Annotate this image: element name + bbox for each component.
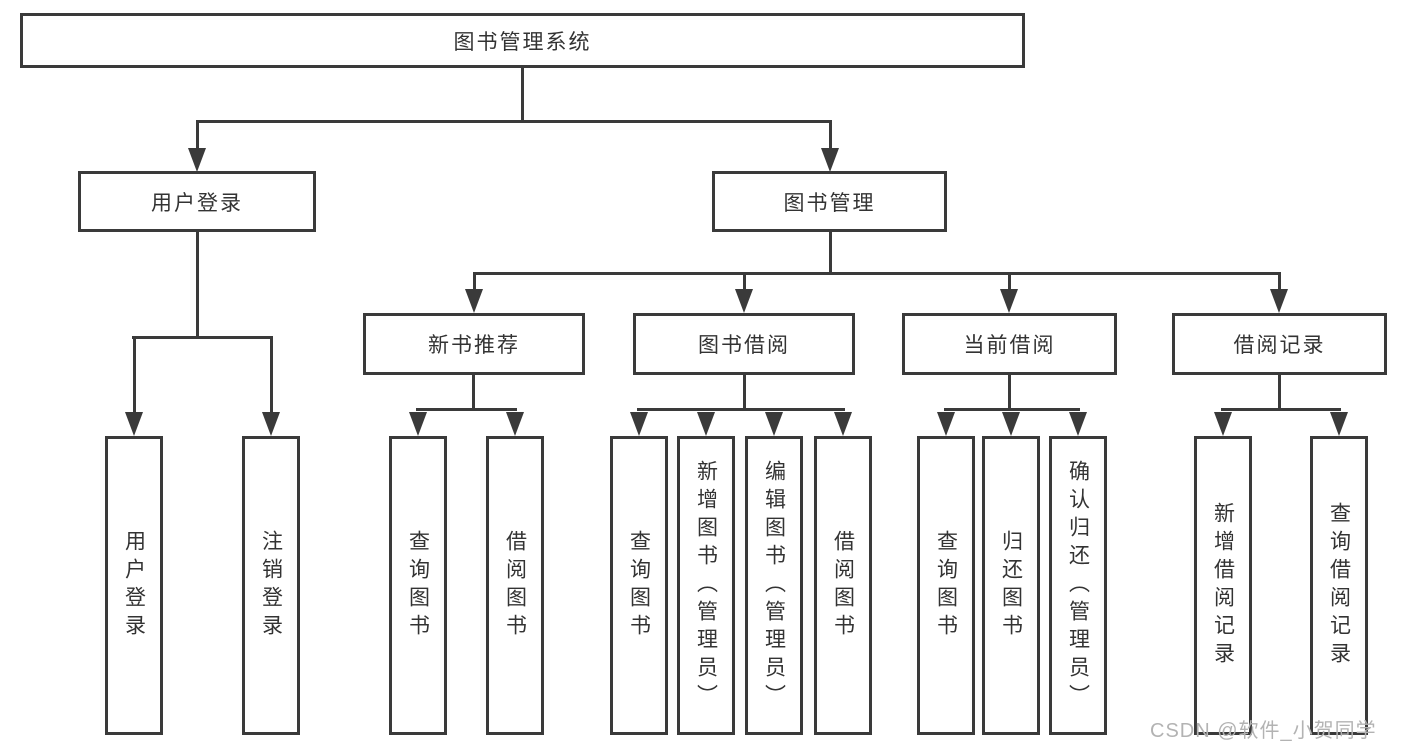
arrow-down-icon [125, 412, 143, 436]
arrow-down-icon [1214, 412, 1232, 436]
leaf-add-borrow-record: 新增借阅记录 [1194, 436, 1252, 735]
connector-module2-drop [1008, 272, 1011, 292]
connector-modules-bar [473, 272, 1281, 275]
leaf-query-books-2: 查询图书 [610, 436, 668, 735]
connector-branch1-drop [829, 120, 832, 150]
arrow-down-icon [465, 289, 483, 313]
arrow-down-icon [1002, 412, 1020, 436]
leaf-query-books: 查询图书 [389, 436, 447, 735]
arrow-down-icon [821, 148, 839, 172]
arrow-down-icon [262, 412, 280, 436]
connector-module0-bar [416, 408, 517, 411]
branch-user-login: 用户登录 [78, 171, 316, 232]
connector-module1-stem [743, 374, 746, 411]
arrow-down-icon [409, 412, 427, 436]
arrow-down-icon [937, 412, 955, 436]
arrow-down-icon [834, 412, 852, 436]
arrow-down-icon [1270, 289, 1288, 313]
arrow-down-icon [1330, 412, 1348, 436]
connector-module0-drop [473, 272, 476, 292]
leaf-borrow-books: 借阅图书 [486, 436, 544, 735]
connector-module2-stem [1008, 374, 1011, 411]
connector-userlogin-stem [196, 232, 199, 338]
branch-book-management: 图书管理 [712, 171, 947, 232]
module-book-borrow: 图书借阅 [633, 313, 855, 375]
connector-module3-bar [1221, 408, 1341, 411]
module-borrow-records: 借阅记录 [1172, 313, 1387, 375]
connector-userlogin-drop1 [133, 336, 136, 414]
connector-module3-stem [1278, 374, 1281, 411]
connector-branch0-drop [196, 120, 199, 150]
connector-level2-bar [196, 120, 832, 123]
arrow-down-icon [506, 412, 524, 436]
leaf-confirm-return-admin: 确认归还（管理员） [1049, 436, 1107, 735]
leaf-edit-book-admin: 编辑图书（管理员） [745, 436, 803, 735]
connector-module1-bar [637, 408, 845, 411]
module-new-book-recommend: 新书推荐 [363, 313, 585, 375]
arrow-down-icon [765, 412, 783, 436]
connector-bookmgmt-stem [829, 232, 832, 274]
connector-root-stem [521, 67, 524, 122]
arrow-down-icon [1069, 412, 1087, 436]
csdn-watermark: CSDN @软件_小贺同学 [1150, 720, 1377, 742]
leaf-return-book: 归还图书 [982, 436, 1040, 735]
leaf-add-book-admin: 新增图书（管理员） [677, 436, 735, 735]
arrow-down-icon [735, 289, 753, 313]
connector-module2-bar [944, 408, 1080, 411]
leaf-logout: 注销登录 [242, 436, 300, 735]
module-current-borrow: 当前借阅 [902, 313, 1117, 375]
leaf-borrow-books-2: 借阅图书 [814, 436, 872, 735]
leaf-query-books-3: 查询图书 [917, 436, 975, 735]
arrow-down-icon [697, 412, 715, 436]
leaf-query-borrow-record: 查询借阅记录 [1310, 436, 1368, 735]
node-root-book-management-system: 图书管理系统 [20, 13, 1025, 68]
arrow-down-icon [1000, 289, 1018, 313]
leaf-user-login: 用户登录 [105, 436, 163, 735]
connector-module1-drop [743, 272, 746, 292]
connector-module0-stem [472, 374, 475, 411]
connector-userlogin-drop2 [270, 336, 273, 414]
arrow-down-icon [630, 412, 648, 436]
connector-module3-drop [1278, 272, 1281, 292]
connector-userlogin-bar [132, 336, 273, 339]
arrow-down-icon [188, 148, 206, 172]
